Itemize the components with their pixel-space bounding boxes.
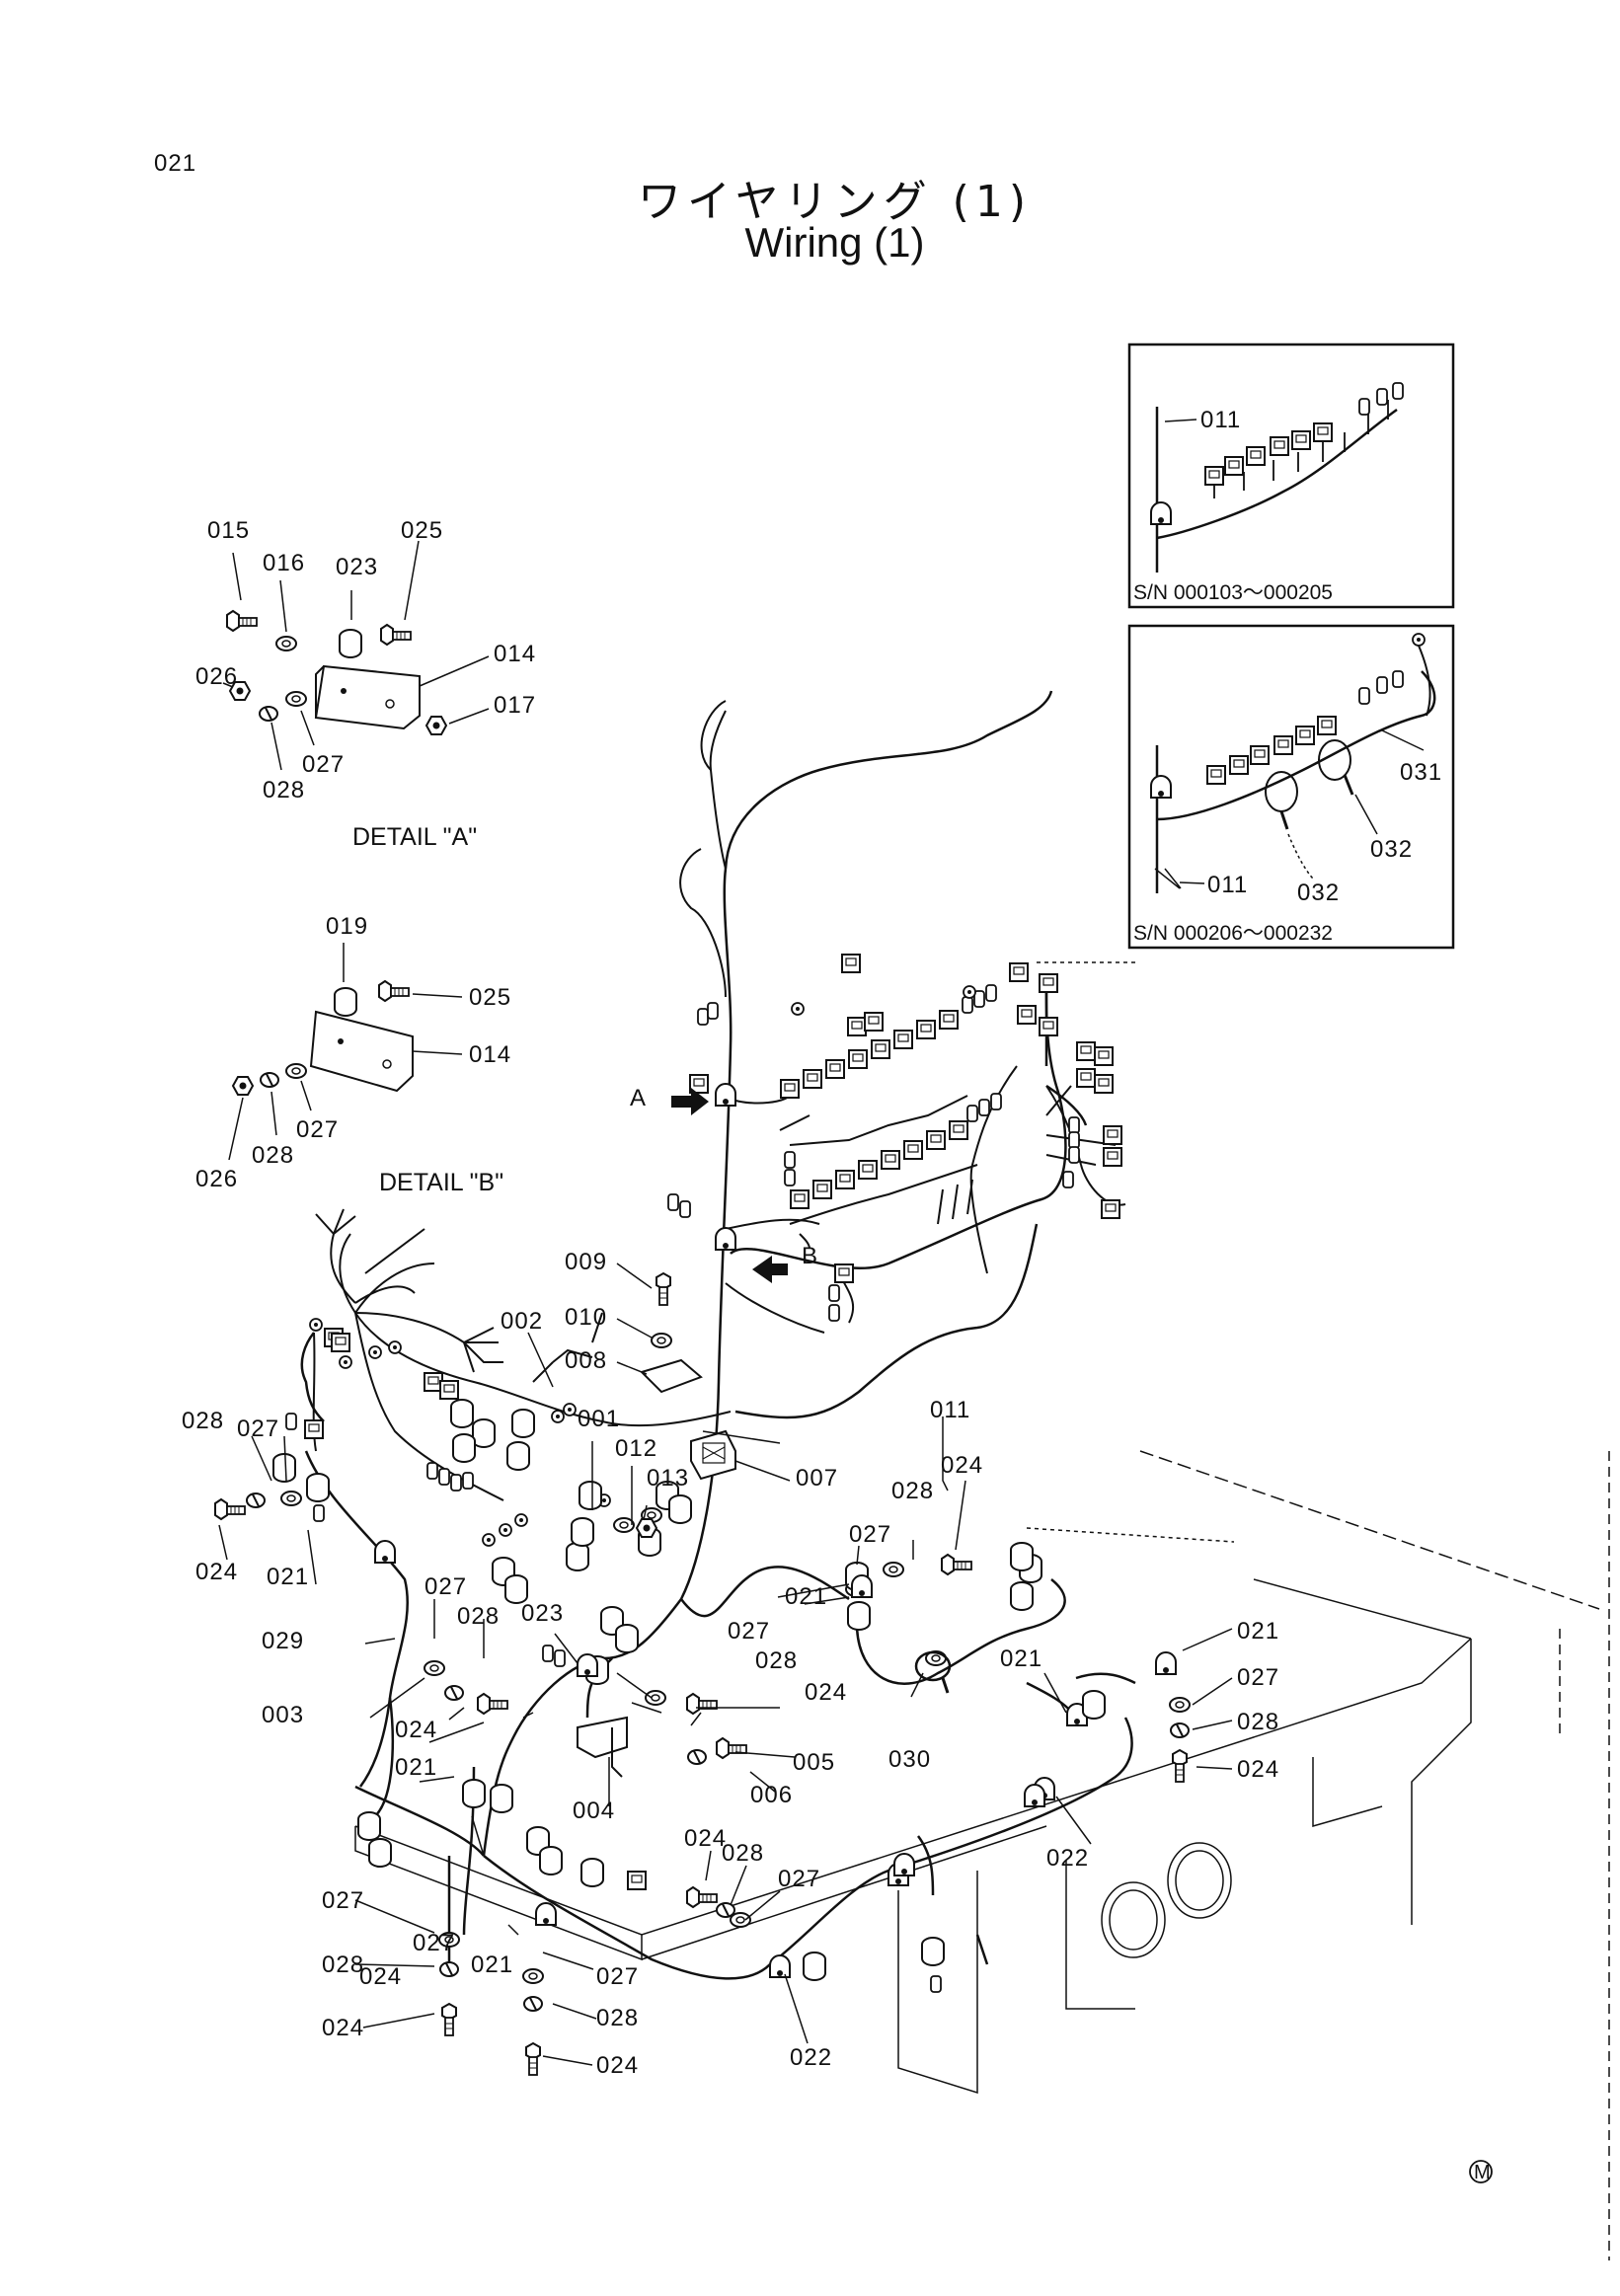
m-mark-label: M <box>1474 2162 1491 2183</box>
callout-024: 024 <box>395 1717 437 1743</box>
callout-024: 024 <box>941 1452 983 1479</box>
machine-frame <box>354 961 1610 2260</box>
callout-007: 007 <box>796 1465 838 1492</box>
callout-027: 027 <box>1237 1664 1279 1691</box>
callout-021: 021 <box>785 1583 827 1610</box>
callout-025: 025 <box>469 984 511 1011</box>
detail-a-label: DETAIL "A" <box>352 823 477 851</box>
serial-range-upper: S/N 000103～000205 <box>1133 581 1333 604</box>
callout-022: 022 <box>1046 1845 1089 1872</box>
serial-range-lower: S/N 000206～000232 <box>1133 922 1333 945</box>
callout-024: 024 <box>1237 1756 1279 1783</box>
callout-008: 008 <box>565 1347 607 1374</box>
callout-003: 003 <box>262 1702 304 1728</box>
callout-026: 026 <box>195 1166 238 1192</box>
callout-027: 027 <box>778 1866 820 1892</box>
page-title-english: Wiring (1) <box>744 219 925 266</box>
inset-box-lower: 011 031 032 032 S/N 000206～000232 <box>1127 624 1455 950</box>
callout-021: 021 <box>395 1754 437 1781</box>
harness-upper-branches <box>679 700 1126 1334</box>
arrow-b-label: B <box>802 1243 818 1269</box>
arrow-a-label: A <box>630 1085 647 1111</box>
callout-014: 014 <box>469 1041 511 1068</box>
arrow-a: A <box>630 1085 709 1115</box>
callout-011: 011 <box>1200 407 1241 433</box>
connector-cluster-right <box>963 962 1122 1219</box>
callout-027: 027 <box>322 1887 364 1914</box>
callout-028: 028 <box>322 1952 364 1978</box>
center-components <box>214 1272 1191 2076</box>
detail-a: 015 016 023 025 014 017 026 027 028 DETA… <box>195 517 536 851</box>
callout-011: 011 <box>1207 872 1248 898</box>
callout-030: 030 <box>888 1746 931 1773</box>
callout-009: 009 <box>565 1249 607 1275</box>
callout-028: 028 <box>596 2005 639 2031</box>
wiring-harness <box>300 690 1136 1980</box>
callout-027: 027 <box>424 1573 467 1600</box>
callout-023: 023 <box>521 1600 564 1627</box>
callout-028: 028 <box>252 1142 294 1169</box>
manufacturer-mark: M <box>1469 2160 1493 2183</box>
callout-032: 032 <box>1370 836 1413 863</box>
callout-021: 021 <box>471 1952 513 1978</box>
callout-021: 021 <box>1237 1618 1279 1645</box>
callout-028: 028 <box>263 777 305 804</box>
callout-024: 024 <box>596 2052 639 2079</box>
callout-032: 032 <box>1297 880 1340 906</box>
callout-027: 027 <box>296 1116 339 1143</box>
callout-017: 017 <box>494 692 536 719</box>
callout-028: 028 <box>182 1408 224 1434</box>
callout-028: 028 <box>722 1840 764 1867</box>
callout-019: 019 <box>326 913 368 940</box>
callout-028: 028 <box>755 1647 798 1674</box>
callout-002: 002 <box>501 1308 543 1335</box>
detail-b-label: DETAIL "B" <box>379 1169 503 1196</box>
callout-024: 024 <box>322 2015 364 2041</box>
callout-013: 013 <box>647 1465 689 1492</box>
callout-024: 024 <box>359 1963 402 1990</box>
main-callout-labels: 009 010 008 002 001 012 013 007 011 028 … <box>182 1249 1279 2079</box>
callout-001: 001 <box>578 1406 620 1432</box>
callout-027: 027 <box>237 1416 279 1442</box>
callout-023: 023 <box>336 554 378 580</box>
callout-004: 004 <box>573 1798 615 1824</box>
callout-014: 014 <box>494 641 536 667</box>
callout-027: 027 <box>849 1521 891 1548</box>
callout-012: 012 <box>615 1435 657 1462</box>
callout-031: 031 <box>1400 759 1442 786</box>
page-title-japanese: ワイヤリング (1) <box>638 177 1032 227</box>
callout-024: 024 <box>805 1679 847 1706</box>
callout-027: 027 <box>596 1963 639 1990</box>
page-number: 021 <box>154 150 197 177</box>
callout-011: 011 <box>930 1397 970 1423</box>
callout-021: 021 <box>267 1564 309 1590</box>
main-callouts <box>218 1263 1233 2066</box>
callout-024: 024 <box>195 1559 238 1585</box>
connector-row-upper <box>780 984 997 1099</box>
inset-box-upper: 011 S/N 000103～000205 <box>1127 343 1455 609</box>
callout-022: 022 <box>790 2044 832 2071</box>
callout-028: 028 <box>457 1603 500 1630</box>
callout-015: 015 <box>207 517 250 544</box>
callout-021: 021 <box>1000 1645 1042 1672</box>
callout-027: 027 <box>728 1618 770 1645</box>
callout-027: 027 <box>413 1930 455 1956</box>
callout-029: 029 <box>262 1628 304 1654</box>
callout-028: 028 <box>1237 1709 1279 1735</box>
detail-b: 019 025 014 027 026 028 DETAIL "B" <box>195 913 511 1196</box>
callout-010: 010 <box>565 1304 607 1331</box>
callout-026: 026 <box>195 663 238 690</box>
callout-024: 024 <box>684 1825 727 1852</box>
callout-006: 006 <box>750 1782 793 1808</box>
connector-cluster-left <box>285 1318 611 1604</box>
callout-016: 016 <box>263 550 305 576</box>
callout-028: 028 <box>891 1478 934 1504</box>
callout-027: 027 <box>302 751 345 778</box>
arrow-b: B <box>752 1243 818 1283</box>
callout-005: 005 <box>793 1749 835 1776</box>
callout-025: 025 <box>401 517 443 544</box>
